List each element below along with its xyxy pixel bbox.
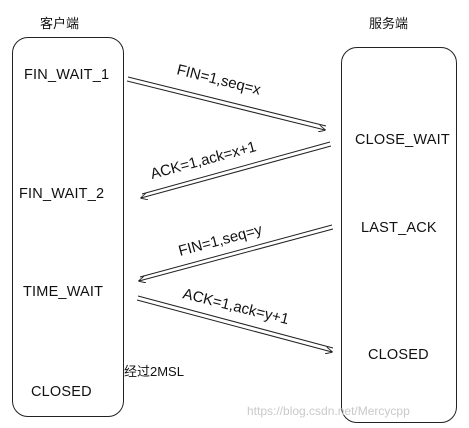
server-state-close-wait: CLOSE_WAIT	[355, 132, 450, 148]
client-state-fin-wait-2: FIN_WAIT_2	[19, 186, 105, 202]
server-state-last-ack: LAST_ACK	[361, 220, 437, 236]
client-state-time-wait: TIME_WAIT	[23, 284, 104, 300]
ack-x-arrow	[141, 141, 332, 198]
client-state-closed: CLOSED	[31, 384, 92, 400]
fin-x-arrow	[126, 76, 326, 130]
client-lifeline-box	[12, 37, 124, 417]
fin-y-arrow	[139, 224, 334, 281]
client-state-fin-wait-1: FIN_WAIT_1	[24, 67, 110, 83]
ack-x-label: ACK=1,ack=x+1	[149, 138, 259, 183]
fin-y-label: FIN=1,seq=y	[177, 221, 265, 260]
watermark: https://blog.csdn.net/Mercycpp	[247, 404, 410, 418]
server-state-closed: CLOSED	[368, 347, 429, 363]
server-title: 服务端	[369, 16, 409, 31]
server-lifeline-box	[341, 47, 457, 423]
ack-y-arrow	[136, 295, 333, 352]
client-title: 客户端	[40, 16, 80, 31]
two-msl-note: 经过2MSL	[124, 364, 184, 379]
fin-x-label: FIN=1,seq=x	[175, 61, 263, 98]
